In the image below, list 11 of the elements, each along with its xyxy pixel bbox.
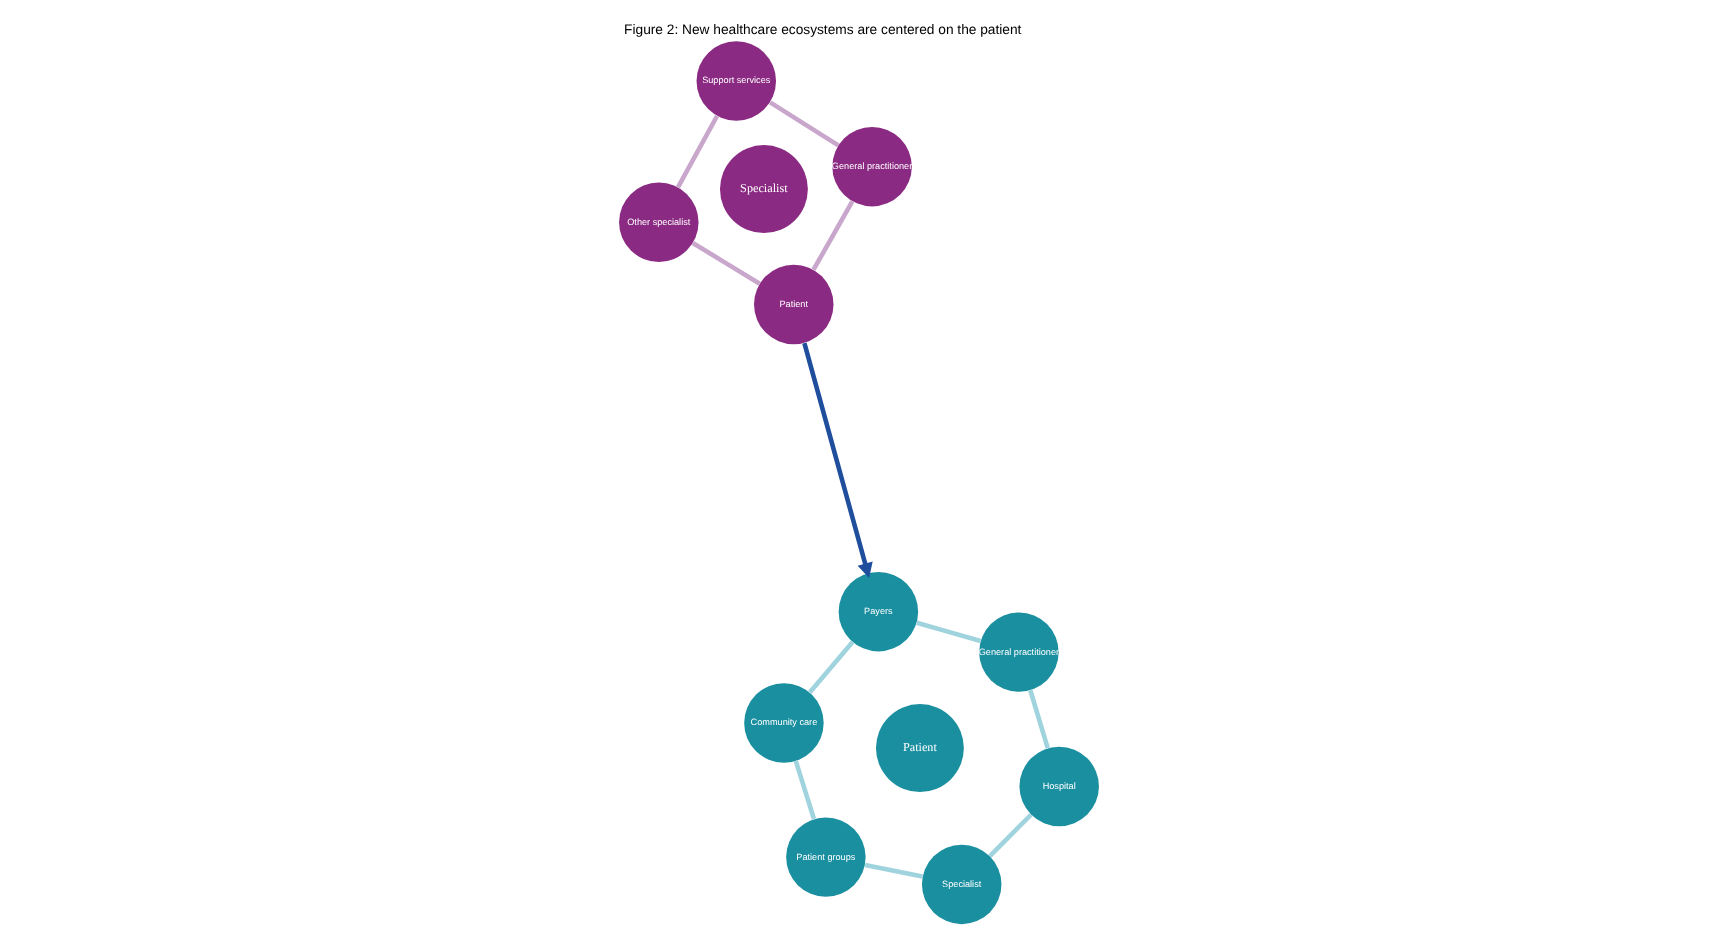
connector — [806, 640, 854, 695]
connector — [690, 241, 760, 286]
connector — [674, 114, 719, 189]
arrow — [801, 342, 872, 578]
connector — [863, 862, 922, 879]
connector — [987, 813, 1032, 858]
connector — [792, 760, 816, 820]
connector — [767, 100, 839, 148]
connector — [1027, 689, 1049, 749]
connector — [810, 200, 854, 271]
connector — [915, 620, 981, 644]
